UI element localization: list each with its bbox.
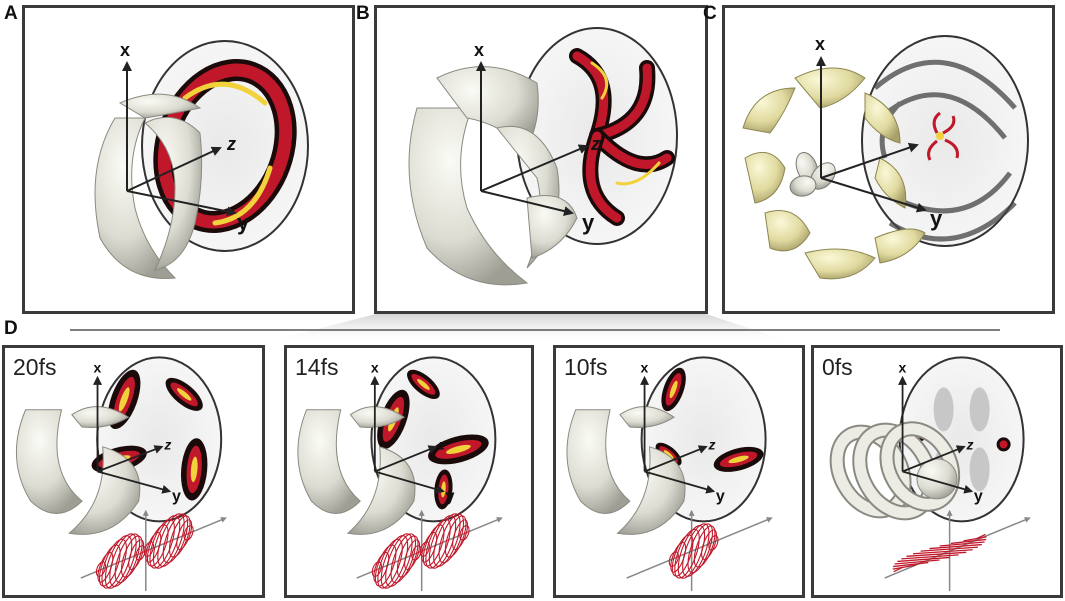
panel-a: x y z xyxy=(22,5,355,314)
axis-label-y: y xyxy=(172,488,181,505)
axis-label-y: y xyxy=(582,210,595,235)
subpanel-figure: x y z xyxy=(16,356,227,591)
subpanel-figure: x y z xyxy=(566,356,773,591)
panel-label-d: D xyxy=(4,318,18,339)
center-vortex xyxy=(927,111,959,161)
subpanel-figure: x y z xyxy=(829,356,1031,591)
pulse-field-illustration xyxy=(80,509,227,591)
subpanel-10fs: x y z 10fs xyxy=(553,345,805,598)
panel-b-figure: x y z xyxy=(408,27,678,286)
axis-label-y: y xyxy=(237,210,250,235)
subpanel-20fs: x y z 20fs xyxy=(2,345,265,598)
axis-label-x: x xyxy=(899,360,907,376)
axis-label-y: y xyxy=(716,488,725,505)
shell-isosurface xyxy=(566,406,686,535)
center-lobes xyxy=(789,152,836,197)
pulse-field-illustration xyxy=(884,509,1031,591)
coordinate-axes xyxy=(122,61,237,217)
torus-isosurface xyxy=(829,421,961,521)
panel-b: x y z xyxy=(374,5,708,314)
subpanel-0fs: x y z 0fs xyxy=(811,345,1063,598)
shell-isosurface xyxy=(94,93,203,279)
axis-label-z: z xyxy=(437,436,445,452)
axis-label-z: z xyxy=(966,436,974,452)
intensity-lobe xyxy=(180,438,208,501)
axis-label-z: z xyxy=(226,134,236,154)
shell-isosurface-gold xyxy=(742,67,926,280)
panel-label-b: B xyxy=(356,3,370,24)
intensity-lobe xyxy=(165,377,203,411)
axis-label-z: z xyxy=(590,134,600,154)
shell-isosurface xyxy=(297,406,416,535)
coordinate-axes xyxy=(816,56,927,213)
intensity-lobe xyxy=(713,446,764,472)
fringe-blob xyxy=(969,447,990,492)
spiral-arms xyxy=(569,48,675,226)
intensity-lobe xyxy=(407,369,440,399)
pulse-field-illustration xyxy=(626,509,773,591)
coordinate-axes xyxy=(370,375,445,494)
shell-isosurface xyxy=(16,406,141,535)
axis-label-z: z xyxy=(708,436,716,452)
axis-label-x: x xyxy=(641,360,649,376)
central-sphere xyxy=(916,458,958,500)
time-label: 14fs xyxy=(295,354,339,380)
coordinate-axes xyxy=(898,375,974,494)
axis-label-y: y xyxy=(446,488,455,505)
intensity-lobe xyxy=(428,434,489,465)
axis-label-y: y xyxy=(930,206,943,231)
time-label: 10fs xyxy=(564,354,608,380)
axis-label-x: x xyxy=(371,360,379,376)
axis-label-y: y xyxy=(974,488,983,505)
subpanel-figure: x y z xyxy=(297,356,503,591)
subpanel-14fs: x y z 14fs xyxy=(284,345,534,598)
fringe-blob xyxy=(933,387,954,432)
panel-label-c: C xyxy=(703,3,717,24)
coordinate-axes xyxy=(640,375,716,494)
axis-label-x: x xyxy=(94,360,102,376)
intensity-lobe xyxy=(661,367,686,412)
fringe-blob xyxy=(969,387,990,432)
panel-a-figure: x y z xyxy=(94,40,309,279)
panel-c-figure: x y xyxy=(742,34,1029,280)
intensity-lobe xyxy=(655,442,682,467)
time-label: 20fs xyxy=(13,354,57,380)
axis-label-x: x xyxy=(474,40,484,60)
axis-label-z: z xyxy=(163,436,171,452)
shell-isosurface xyxy=(408,66,578,286)
panel-label-a: A xyxy=(4,3,18,24)
pulse-field-illustration xyxy=(356,509,503,591)
axis-label-x: x xyxy=(815,34,825,54)
time-label: 0fs xyxy=(822,354,853,380)
axis-label-x: x xyxy=(120,40,130,60)
coordinate-axes xyxy=(476,61,589,216)
panel-c: x y xyxy=(722,5,1055,314)
coordinate-axes xyxy=(93,375,172,494)
